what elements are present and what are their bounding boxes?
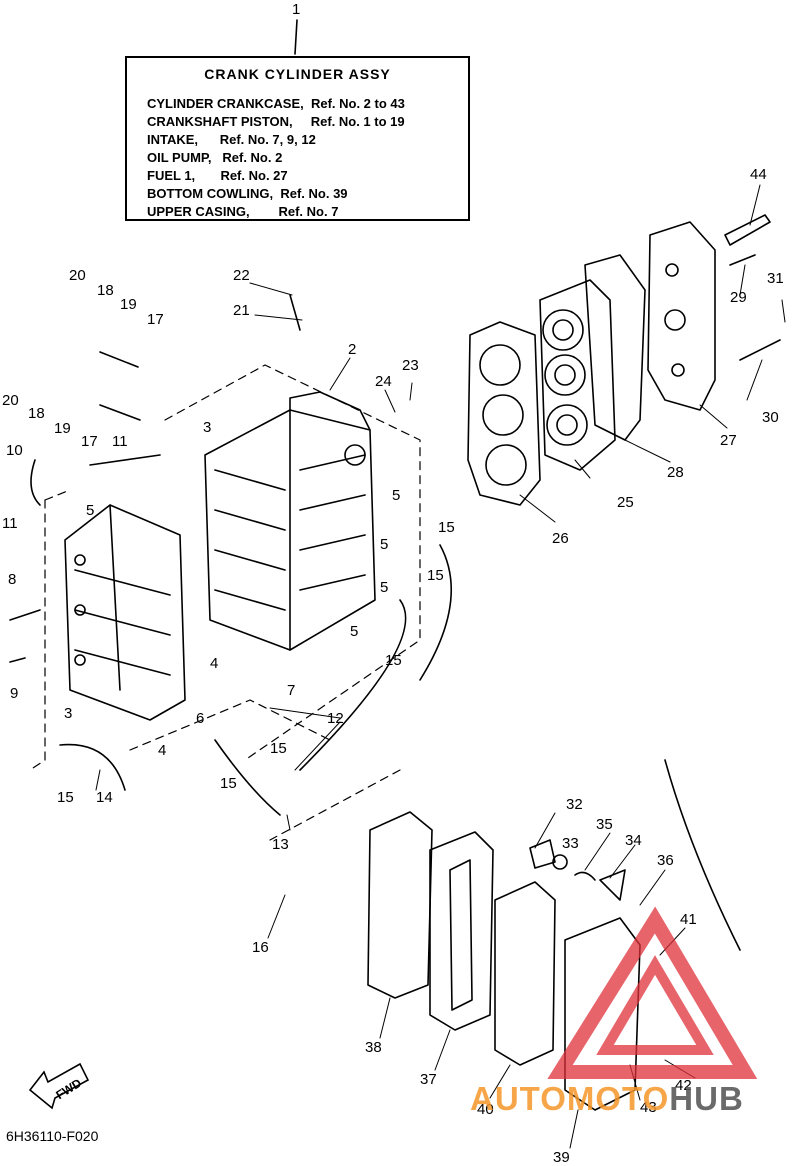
part-label: 36 bbox=[657, 852, 674, 869]
part-label: 32 bbox=[566, 796, 583, 813]
part-label: 39 bbox=[553, 1149, 570, 1166]
part-label: 43 bbox=[640, 1099, 657, 1116]
part-label: 13 bbox=[272, 836, 289, 853]
legend-line: BOTTOM COWLING, Ref. No. 39 bbox=[147, 186, 348, 201]
part-label: 33 bbox=[562, 835, 579, 852]
part-label: 12 bbox=[327, 710, 344, 727]
part-label: 35 bbox=[596, 816, 613, 833]
intake-gasket-40 bbox=[494, 881, 556, 1066]
part-label: 5 bbox=[392, 487, 401, 504]
part-label: 17 bbox=[81, 433, 98, 450]
part-label: 18 bbox=[28, 405, 45, 422]
crankcase-cover bbox=[64, 504, 186, 721]
part-label: 23 bbox=[402, 357, 419, 374]
legend-line: CRANKSHAFT PISTON, Ref. No. 1 to 19 bbox=[147, 114, 405, 129]
part-label: 10 bbox=[6, 442, 23, 459]
part-label: 20 bbox=[69, 267, 86, 284]
part-label: 30 bbox=[762, 409, 779, 426]
part-label: 27 bbox=[720, 432, 737, 449]
cylinder-head bbox=[539, 279, 616, 471]
part-label: 4 bbox=[210, 655, 219, 672]
hoses bbox=[30, 454, 741, 951]
part-label: 29 bbox=[730, 289, 747, 306]
part-label: 25 bbox=[617, 494, 634, 511]
part-label: 14 bbox=[96, 789, 113, 806]
reed-valve-37 bbox=[429, 831, 494, 1031]
part-label: 2 bbox=[348, 341, 357, 358]
part-label: 15 bbox=[220, 775, 237, 792]
part-label: 16 bbox=[252, 939, 269, 956]
leader-1 bbox=[294, 19, 298, 55]
part-label: 7 bbox=[287, 682, 296, 699]
legend-line: INTAKE, Ref. No. 7, 9, 12 bbox=[147, 132, 316, 147]
bolts bbox=[9, 254, 781, 663]
part-label: 8 bbox=[8, 571, 17, 588]
part-label: 15 bbox=[385, 652, 402, 669]
legend-box: CRANK CYLINDER ASSY CYLINDER CRANKCASE, … bbox=[125, 56, 470, 221]
part-label: 31 bbox=[767, 270, 784, 287]
drawing-id: 6H36110-F020 bbox=[6, 1128, 99, 1144]
watermark-logo-icon bbox=[547, 906, 758, 1079]
legend-line: UPPER CASING, Ref. No. 7 bbox=[147, 204, 339, 219]
part-label: 11 bbox=[112, 433, 128, 450]
part-label: 6 bbox=[196, 710, 205, 727]
head-gasket bbox=[467, 321, 541, 506]
part-label: 28 bbox=[667, 464, 684, 481]
crankcase-block bbox=[204, 391, 376, 651]
clip-35 bbox=[574, 871, 596, 881]
part-label: 19 bbox=[54, 420, 71, 437]
part-label: 3 bbox=[203, 419, 212, 436]
part-label: 15 bbox=[427, 567, 444, 584]
part-label: 21 bbox=[233, 302, 250, 319]
part-label: 26 bbox=[552, 530, 569, 547]
part-label: 1 bbox=[292, 1, 301, 18]
part-label: 5 bbox=[350, 623, 359, 640]
part-label: 5 bbox=[380, 536, 389, 553]
watermark-text-part1: AUTOMOTO bbox=[470, 1080, 670, 1117]
part-label: 5 bbox=[86, 502, 95, 519]
part-label: 37 bbox=[420, 1071, 437, 1088]
part-label: 20 bbox=[2, 392, 19, 409]
part-label: 17 bbox=[147, 311, 164, 328]
forward-arrow-icon bbox=[28, 1062, 90, 1110]
part-label: 9 bbox=[10, 685, 19, 702]
part-label: 15 bbox=[438, 519, 455, 536]
watermark-text: AUTOMOTOHUB bbox=[470, 1080, 744, 1118]
part-label: 40 bbox=[477, 1101, 494, 1118]
spark-plug bbox=[724, 214, 771, 246]
part-label: 15 bbox=[270, 740, 287, 757]
intake-gasket-38 bbox=[367, 811, 433, 999]
head-cover bbox=[647, 221, 716, 411]
part-label: 19 bbox=[120, 296, 137, 313]
washer-33 bbox=[552, 854, 568, 870]
head-cover-gasket bbox=[584, 254, 646, 441]
silencer-39 bbox=[564, 917, 641, 1111]
part-label: 44 bbox=[750, 166, 767, 183]
part-label: 24 bbox=[375, 373, 392, 390]
legend-line: FUEL 1, Ref. No. 27 bbox=[147, 168, 288, 183]
part-label: 41 bbox=[680, 911, 697, 928]
part-label: 38 bbox=[365, 1039, 382, 1056]
part-label: 18 bbox=[97, 282, 114, 299]
legend-line: OIL PUMP, Ref. No. 2 bbox=[147, 150, 283, 165]
legend-line: CYLINDER CRANKCASE, Ref. No. 2 to 43 bbox=[147, 96, 405, 111]
part-label: 11 bbox=[2, 515, 18, 532]
part-label: 42 bbox=[675, 1077, 692, 1094]
part-label: 22 bbox=[233, 267, 250, 284]
part-label: 3 bbox=[64, 705, 73, 722]
part-label: 34 bbox=[625, 832, 642, 849]
dashed-assembly-frame bbox=[29, 364, 421, 841]
part-label: 5 bbox=[380, 579, 389, 596]
legend-title: CRANK CYLINDER ASSY bbox=[204, 66, 391, 82]
part-label: 15 bbox=[57, 789, 74, 806]
part-label: 4 bbox=[158, 742, 167, 759]
fitting-32 bbox=[529, 839, 556, 869]
watermark-text-part2: HUB bbox=[669, 1080, 744, 1117]
